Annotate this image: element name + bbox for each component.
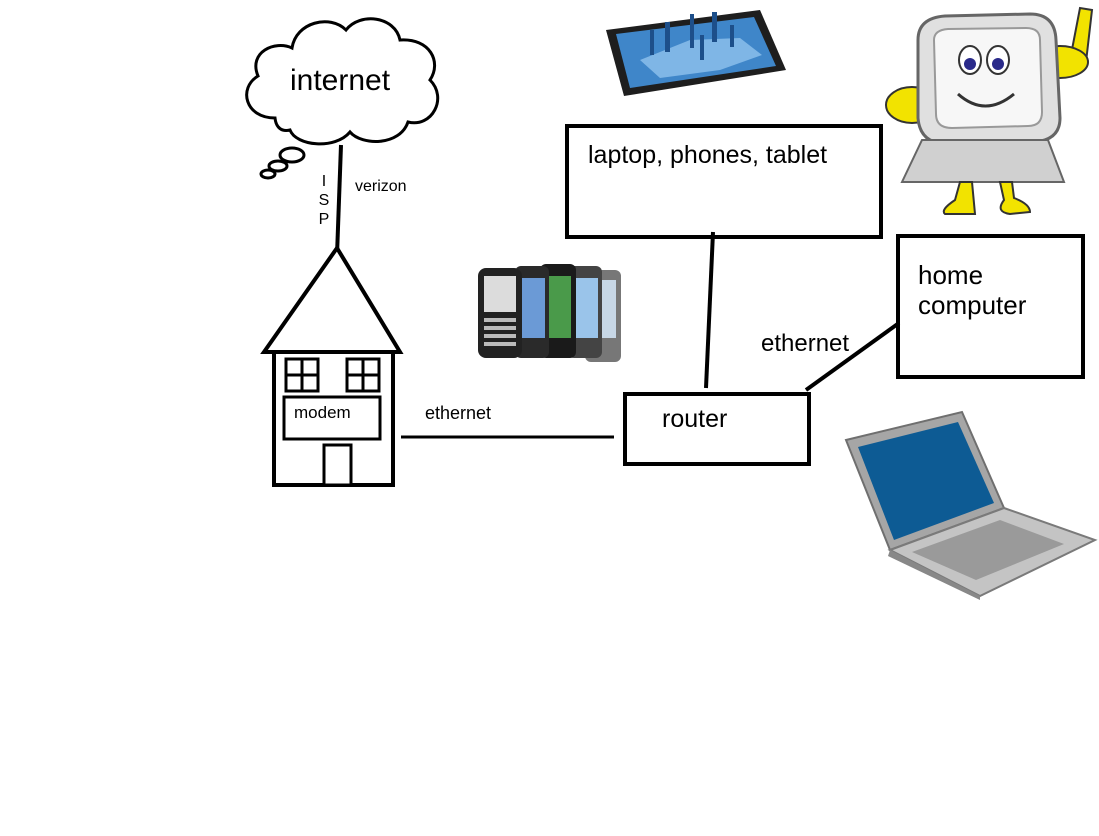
ethernet-link-router-computer — [804, 321, 901, 392]
cartoon-computer-icon — [885, 6, 1094, 216]
tablet-icon — [606, 10, 786, 96]
isp-link — [335, 144, 343, 256]
wireless-link — [704, 231, 715, 389]
devices-label: laptop, phones, tablet — [588, 141, 828, 169]
devices-box — [565, 124, 883, 239]
isp-label: ISP — [318, 173, 330, 229]
router-label: router — [662, 405, 728, 433]
laptop-icon — [844, 410, 1098, 600]
cloud-icon — [245, 17, 440, 180]
modem-box — [282, 395, 382, 441]
home-computer-label: home computer — [918, 260, 1027, 320]
smartphones-icon — [478, 264, 621, 362]
modem-label: modem — [294, 403, 351, 422]
home-computer-box — [896, 234, 1085, 379]
router-box — [623, 392, 811, 466]
door — [322, 443, 353, 487]
internet-label: internet — [290, 64, 391, 97]
house-icon — [260, 244, 404, 487]
verizon-label: verizon — [355, 178, 407, 195]
ethernet-label-modem-router: ethernet — [425, 403, 492, 423]
ethernet-label-router-computer: ethernet — [761, 330, 850, 357]
